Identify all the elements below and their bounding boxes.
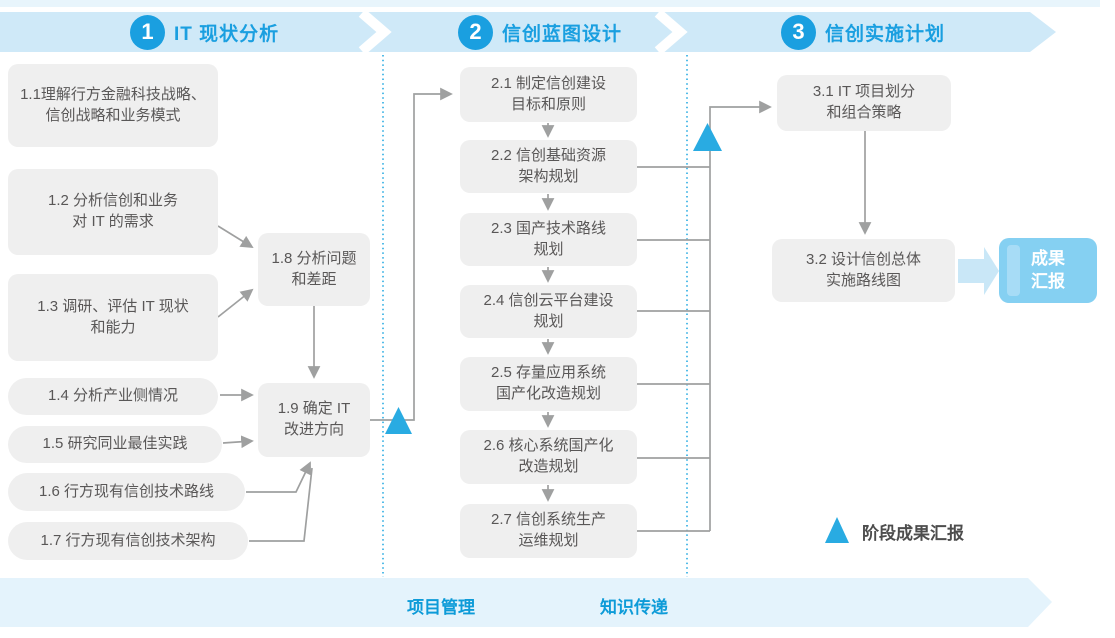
header-top-strip (0, 0, 1100, 7)
step-3-2-box: 3.2 设计信创总体 实施路线图 (772, 239, 955, 302)
result-report-label: 成果 汇报 (1031, 248, 1065, 291)
step-1-4-box: 1.4 分析产业侧情况 (8, 378, 218, 415)
step-3-1-box: 3.1 IT 项目划分 和组合策略 (777, 75, 951, 131)
connector-bus-to-3-1 (709, 100, 772, 531)
phase-3-header: 3 信创实施计划 (781, 13, 945, 51)
connector-1-2-to-1-8 (217, 225, 254, 249)
phase-2-number-badge: 2 (458, 14, 493, 50)
result-arrow-icon (958, 247, 999, 295)
legend-triangle-icon (825, 517, 849, 543)
step-1-6-box: 1.6 行方现有信创技术路线 (8, 473, 245, 511)
phase-3-title: 信创实施计划 (825, 23, 946, 45)
step-1-8-box: 1.8 分析问题 和差距 (258, 233, 370, 306)
milestone-triangle-phase2-icon (693, 123, 722, 151)
phase-1-number-badge: 1 (130, 14, 165, 50)
header-chevron-separator-1 (358, 9, 392, 55)
step-2-6-box: 2.6 核心系统国产化 改造规划 (460, 430, 637, 484)
step-1-2-box: 1.2 分析信创和业务 对 IT 的需求 (8, 169, 218, 255)
bottom-band-label-project-management: 项目管理 (407, 598, 475, 617)
step-2-4-box: 2.4 信创云平台建设 规划 (460, 285, 637, 338)
step-1-1-box: 1.1理解行方金融科技战略、 信创战略和业务模式 (8, 64, 218, 147)
phase-3-number-badge: 3 (781, 14, 816, 50)
step-1-9-box: 1.9 确定 IT 改进方向 (258, 383, 370, 457)
connector-1-3-to-1-8 (217, 288, 254, 318)
step-2-1-box: 2.1 制定信创建设 目标和原则 (460, 67, 637, 122)
legend-label: 阶段成果汇报 (862, 523, 964, 543)
bottom-band (0, 578, 1052, 627)
bottom-band-label-knowledge-transfer: 知识传递 (600, 598, 668, 617)
connector-1-5-to-1-9 (222, 435, 254, 449)
step-1-7-box: 1.7 行方现有信创技术架构 (8, 522, 248, 560)
step-1-3-box: 1.3 调研、评估 IT 现状 和能力 (8, 274, 218, 361)
step-2-2-box: 2.2 信创基础资源 架构规划 (460, 140, 637, 193)
step-1-5-box: 1.5 研究同业最佳实践 (8, 426, 222, 463)
step-2-5-box: 2.5 存量应用系统 国产化改造规划 (460, 357, 637, 411)
result-report-box: 成果 汇报 (999, 238, 1097, 303)
result-box-stripe (1007, 245, 1020, 296)
phase-2-header: 2 信创蓝图设计 (458, 13, 622, 51)
connector-1-7-to-1-9 (249, 467, 313, 542)
step-2-3-box: 2.3 国产技术路线 规划 (460, 213, 637, 266)
phase-1-header: 1 IT 现状分析 (130, 13, 279, 51)
header-chevron-separator-2 (654, 9, 688, 55)
milestone-triangle-phase1-icon (385, 407, 412, 434)
connector-1-6-to-1-9 (246, 461, 312, 493)
step-2-7-box: 2.7 信创系统生产 运维规划 (460, 504, 637, 558)
phase-1-title: IT 现状分析 (174, 23, 280, 45)
phase-2-title: 信创蓝图设计 (502, 23, 623, 45)
connector-1-9-to-2-1 (370, 87, 453, 421)
